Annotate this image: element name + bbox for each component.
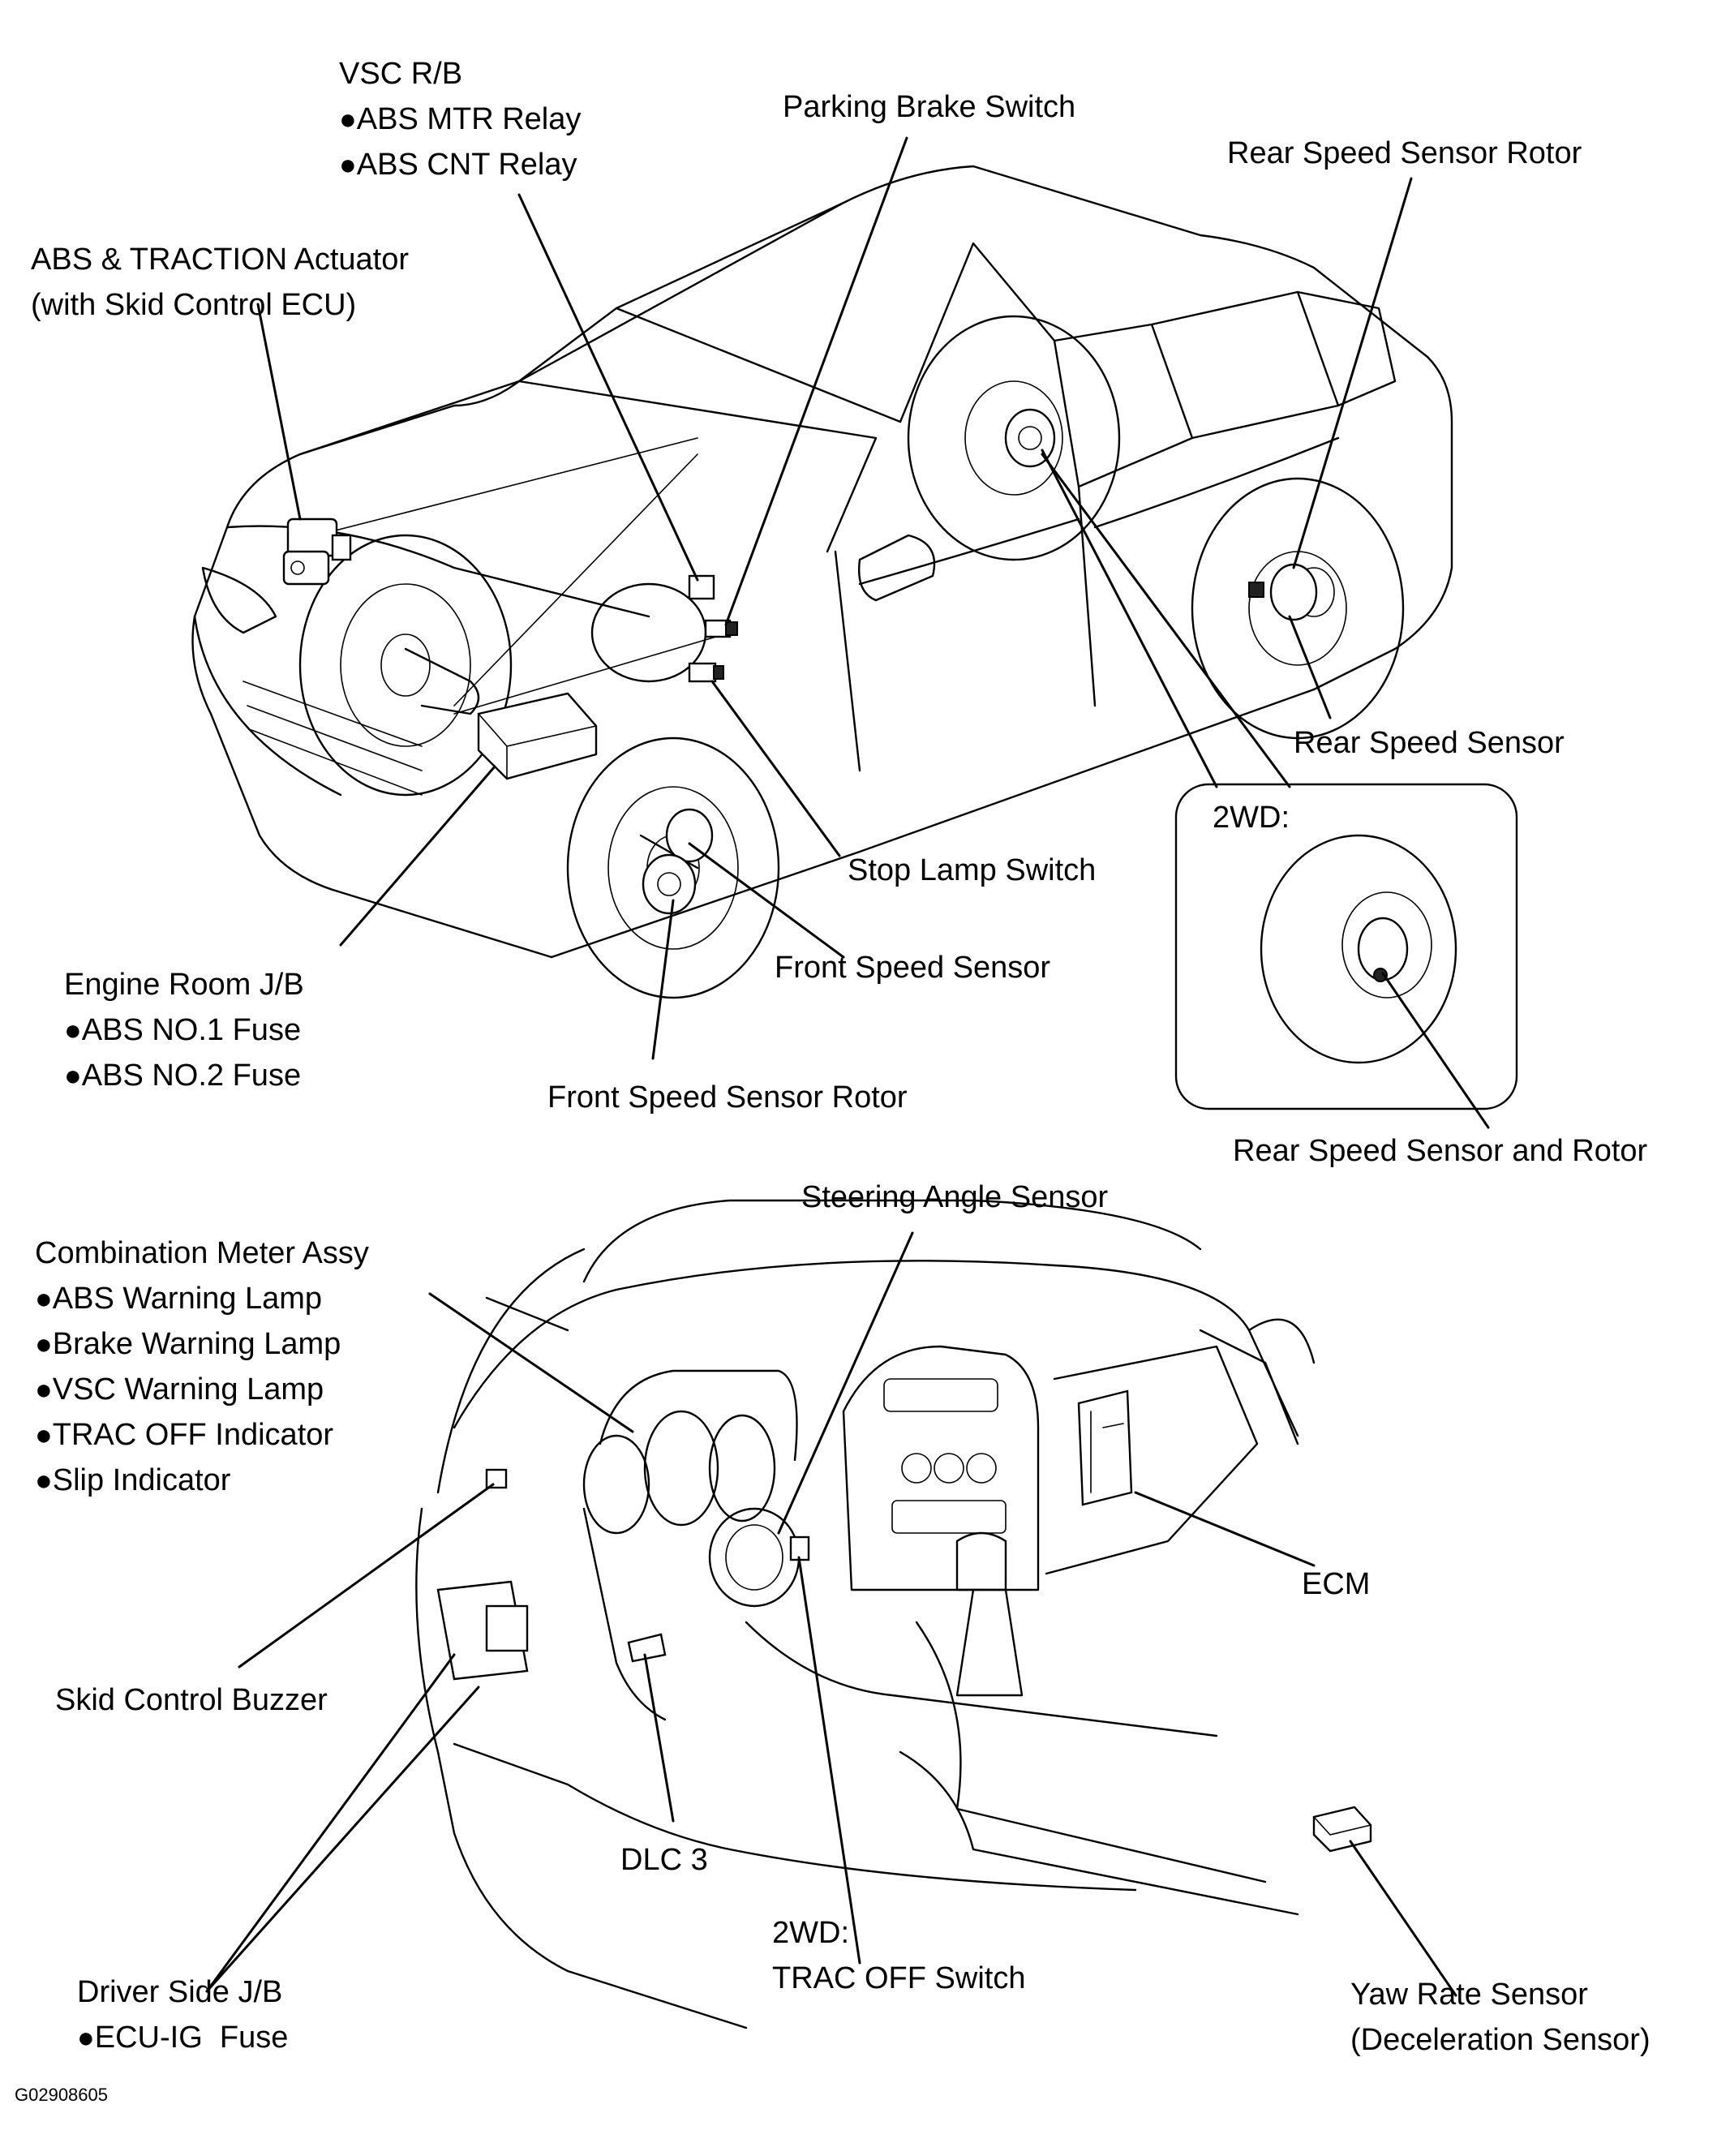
label-trac-off-switch: 2WD: TRAC OFF Switch [772, 1910, 1025, 2001]
engine-room-jb-box [477, 692, 598, 780]
abs-warning-lamp-item: ABS Warning Lamp [35, 1276, 369, 1321]
abs-mtr-relay-text: ABS MTR Relay [356, 102, 582, 136]
slip-indicator-text: Slip Indicator [52, 1463, 231, 1497]
ecm-text: ECM [1302, 1567, 1371, 1601]
abs-no2-fuse-item: ABS NO.2 Fuse [64, 1053, 304, 1098]
dash-components [436, 1389, 1372, 1853]
stop-lamp-switch-part [688, 662, 724, 683]
trac-off-switch-line2-text: TRAC OFF Switch [772, 1961, 1026, 1995]
yaw-rate-line1-text: Yaw Rate Sensor [1350, 1978, 1588, 2012]
actuator-line2-text: (with Skid Control ECU) [31, 288, 357, 322]
label-vsc-rb: VSC R/B ABS MTR Relay ABS CNT Relay [339, 51, 581, 187]
abs-cnt-relay-text: ABS CNT Relay [356, 148, 577, 182]
vsc-warning-lamp-item: VSC Warning Lamp [35, 1367, 369, 1412]
label-abs-traction-actuator: ABS & TRACTION Actuator (with Skid Contr… [31, 237, 409, 328]
dashboard-illustration [415, 1199, 1316, 2029]
parking-brake-switch-text: Parking Brake Switch [783, 90, 1076, 124]
vsc-rb-title: VSC R/B [339, 57, 463, 91]
label-rear-speed-sensor-rotor: Rear Speed Sensor Rotor [1227, 131, 1582, 176]
label-rear-speed-sensor: Rear Speed Sensor [1294, 720, 1565, 766]
dlc3-text: DLC 3 [620, 1843, 708, 1877]
label-dlc3: DLC 3 [620, 1837, 708, 1883]
label-yaw-rate-sensor: Yaw Rate Sensor (Deceleration Sensor) [1350, 1972, 1650, 2063]
actuator-line1-text: ABS & TRACTION Actuator [31, 243, 410, 277]
abs-no2-fuse-text: ABS NO.2 Fuse [81, 1059, 302, 1093]
label-ecm: ECM [1302, 1561, 1370, 1607]
label-front-speed-sensor: Front Speed Sensor [775, 945, 1050, 990]
label-engine-room-jb: Engine Room J/B ABS NO.1 Fuse ABS NO.2 F… [64, 962, 304, 1098]
label-parking-brake-switch: Parking Brake Switch [783, 84, 1075, 130]
brake-warning-lamp-text: Brake Warning Lamp [52, 1327, 341, 1361]
label-rear-speed-sensor-and-rotor: Rear Speed Sensor and Rotor [1233, 1128, 1647, 1174]
yaw-rate-line2-text: (Deceleration Sensor) [1350, 2023, 1650, 2057]
label-steering-angle-sensor: Steering Angle Sensor [801, 1175, 1108, 1220]
driver-side-jb-text: Driver Side J/B [77, 1975, 283, 2009]
trac-off-indicator-text: TRAC OFF Indicator [52, 1418, 334, 1452]
front-speed-sensor-part [642, 808, 714, 915]
figure-code: G02908605 [15, 2085, 108, 2105]
label-front-speed-sensor-rotor: Front Speed Sensor Rotor [547, 1075, 908, 1120]
abs-traction-actuator [282, 518, 352, 586]
skid-control-buzzer-text: Skid Control Buzzer [55, 1683, 328, 1717]
combination-meter-assy-text: Combination Meter Assy [35, 1236, 369, 1270]
ecu-ig-fuse-item: ECU-IG Fuse [77, 2015, 289, 2060]
parking-brake-switch-part [704, 619, 738, 638]
brake-warning-lamp-item: Brake Warning Lamp [35, 1321, 369, 1367]
ecu-ig-fuse-text: ECU-IG Fuse [94, 2021, 289, 2055]
inset-2wd-text: 2WD: [1213, 801, 1290, 835]
slip-indicator-item: Slip Indicator [35, 1458, 369, 1503]
rear-speed-sensor-part [1248, 563, 1318, 621]
trac-off-switch-line1-text: 2WD: [772, 1916, 849, 1950]
abs-mtr-relay-item: ABS MTR Relay [339, 97, 582, 142]
label-combination-meter-assy: Combination Meter Assy ABS Warning Lamp … [35, 1230, 369, 1503]
2wd-inset-panel [1174, 783, 1518, 1110]
label-skid-control-buzzer: Skid Control Buzzer [55, 1677, 328, 1723]
abs-no1-fuse-item: ABS NO.1 Fuse [64, 1007, 304, 1053]
label-inset-2wd: 2WD: [1213, 795, 1290, 840]
stop-lamp-switch-text: Stop Lamp Switch [848, 853, 1097, 887]
abs-cnt-relay-item: ABS CNT Relay [339, 142, 581, 187]
leader-lines-bottom [205, 1231, 1457, 1997]
vsc-warning-lamp-text: VSC Warning Lamp [52, 1372, 324, 1407]
rear-speed-sensor-text: Rear Speed Sensor [1294, 726, 1565, 760]
vehicle-illustration [191, 165, 1453, 999]
leader-lines-top [256, 136, 1490, 1129]
front-speed-sensor-rotor-text: Front Speed Sensor Rotor [547, 1080, 908, 1115]
label-stop-lamp-switch: Stop Lamp Switch [848, 848, 1096, 893]
rear-speed-sensor-rotor-text: Rear Speed Sensor Rotor [1227, 136, 1582, 170]
vsc-rb-part [688, 574, 715, 600]
abs-no1-fuse-text: ABS NO.1 Fuse [81, 1013, 302, 1047]
front-speed-sensor-text: Front Speed Sensor [775, 951, 1051, 985]
trac-off-indicator-item: TRAC OFF Indicator [35, 1412, 369, 1458]
label-driver-side-jb: Driver Side J/B ECU-IG Fuse [77, 1969, 288, 2060]
engine-room-jb-text: Engine Room J/B [64, 968, 304, 1002]
abs-warning-lamp-text: ABS Warning Lamp [52, 1282, 323, 1316]
rear-speed-sensor-and-rotor-text: Rear Speed Sensor and Rotor [1233, 1134, 1648, 1168]
steering-angle-sensor-text: Steering Angle Sensor [801, 1180, 1109, 1214]
